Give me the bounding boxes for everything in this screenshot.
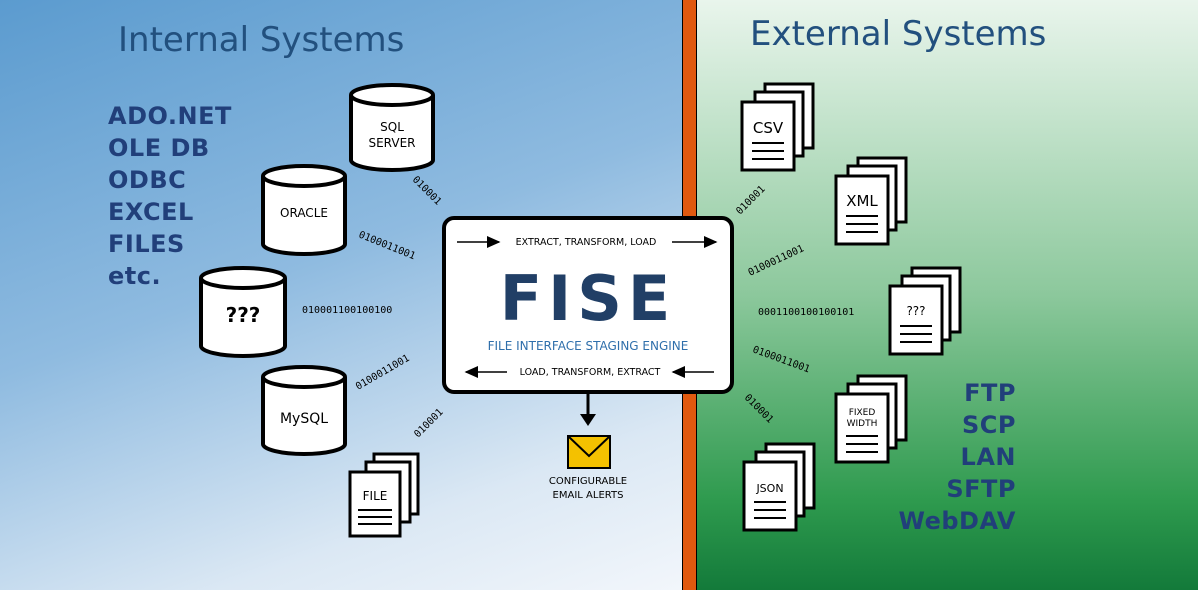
file-label: ??? (906, 304, 925, 318)
external-protocol-list: FTP SCP LAN SFTP WebDAV (898, 377, 1016, 537)
document-stack-icon: CSV (740, 82, 815, 172)
document-stack-icon: XML (834, 156, 908, 246)
protocol-item: LAN (960, 443, 1016, 471)
file-label: WIDTH (847, 419, 878, 429)
internal-technology-list: ADO.NET OLE DB ODBC EXCEL FILES etc. (108, 100, 232, 292)
binary-stream: 010001100100100 (302, 305, 392, 316)
binary-stream: 010001 (742, 392, 775, 425)
source-label: SERVER (368, 136, 415, 150)
document-stack-icon: FIXED WIDTH (834, 374, 908, 464)
technology-item: OLE DB (108, 134, 210, 162)
protocol-item: SFTP (946, 475, 1016, 503)
engine-subtitle: FILE INTERFACE STAGING ENGINE (488, 339, 689, 353)
technology-item: FILES (108, 230, 185, 258)
protocol-item: FTP (964, 379, 1016, 407)
file-label: CSV (753, 119, 784, 137)
binary-stream: 0001100100100101 (758, 307, 854, 318)
binary-stream: 0100011001 (357, 230, 417, 263)
file-label: JSON (755, 482, 783, 495)
down-arrow-icon (580, 414, 596, 426)
file-label: XML (846, 192, 878, 210)
binary-stream: 010001 (412, 407, 445, 440)
file-label: FIXED (849, 408, 876, 418)
document-stack-icon: JSON (742, 442, 816, 532)
source-label: ??? (226, 303, 261, 327)
fise-engine-box: EXTRACT, TRANSFORM, LOAD FISE FILE INTER… (442, 216, 734, 394)
source-label: SQL (380, 120, 404, 134)
database-icon: ??? (199, 266, 287, 358)
document-stack-icon: FILE (348, 452, 420, 538)
binary-stream: 010001 (410, 174, 443, 207)
technology-item: EXCEL (108, 198, 194, 226)
binary-stream: 0100011001 (354, 353, 412, 393)
binary-stream: 0100011001 (747, 243, 806, 278)
document-stack-icon: ??? (888, 266, 962, 356)
engine-bottom-label: LOAD, TRANSFORM, EXTRACT (520, 367, 661, 378)
technology-item: etc. (108, 262, 162, 290)
envelope-icon (567, 435, 611, 469)
database-icon: ORACLE (261, 164, 347, 256)
source-label: FILE (363, 489, 388, 503)
database-icon: SQL SERVER (349, 83, 435, 172)
engine-top-label: EXTRACT, TRANSFORM, LOAD (516, 237, 657, 248)
protocol-item: WebDAV (898, 507, 1016, 535)
technology-item: ODBC (108, 166, 187, 194)
external-systems-heading: External Systems (750, 14, 1047, 54)
internal-systems-heading: Internal Systems (118, 20, 405, 60)
protocol-item: SCP (962, 411, 1016, 439)
engine-title: FISE (500, 262, 676, 335)
source-label: MySQL (280, 411, 328, 427)
source-label: ORACLE (280, 206, 328, 220)
binary-stream: 010001 (734, 184, 767, 217)
technology-item: ADO.NET (108, 102, 232, 130)
alerts-label-line1: CONFIGURABLE (549, 476, 627, 487)
binary-stream: 0100011001 (751, 344, 811, 375)
database-icon: MySQL (261, 365, 347, 456)
alerts-label-line2: EMAIL ALERTS (553, 490, 624, 501)
